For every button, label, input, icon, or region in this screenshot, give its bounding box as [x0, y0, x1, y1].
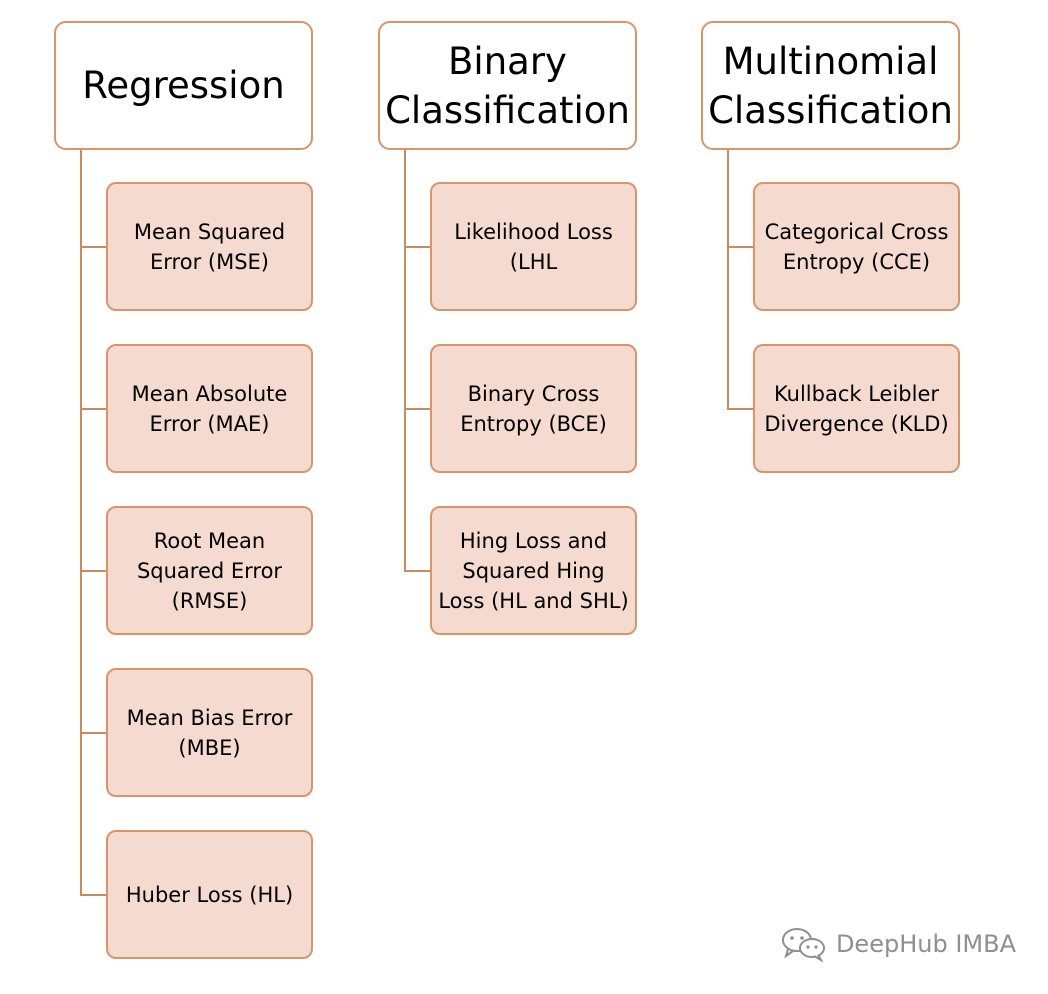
category-header: Regression: [54, 21, 313, 150]
tree-spine-line: [727, 150, 729, 410]
tree-branch-line: [80, 245, 106, 248]
loss-function-box: Binary Cross Entropy (BCE): [430, 344, 637, 473]
watermark-text: DeepHub IMBA: [835, 930, 1016, 958]
tree-spine-line: [80, 150, 82, 896]
tree-branch-line: [80, 731, 106, 734]
loss-function-box: Mean Squared Error (MSE): [106, 182, 313, 311]
loss-function-box: Root Mean Squared Error (RMSE): [106, 506, 313, 635]
category-header: Binary Classification: [378, 21, 637, 150]
loss-function-box: Huber Loss (HL): [106, 830, 313, 959]
loss-function-box: Mean Absolute Error (MAE): [106, 344, 313, 473]
watermark: DeepHub IMBA: [780, 926, 1016, 962]
tree-branch-line: [727, 245, 753, 248]
category-header: Multinomial Classification: [701, 21, 960, 150]
tree-branch-line: [404, 569, 430, 572]
tree-branch-line: [404, 245, 430, 248]
loss-function-box: Likelihood Loss (LHL: [430, 182, 637, 311]
loss-function-box: Mean Bias Error (MBE): [106, 668, 313, 797]
wechat-icon: [780, 926, 828, 962]
tree-spine-line: [404, 150, 406, 572]
loss-function-box: Kullback Leibler Divergence (KLD): [753, 344, 960, 473]
loss-function-box: Hing Loss and Squared Hing Loss (HL and …: [430, 506, 637, 635]
tree-branch-line: [404, 407, 430, 410]
loss-function-box: Categorical Cross Entropy (CCE): [753, 182, 960, 311]
tree-branch-line: [80, 569, 106, 572]
tree-branch-line: [80, 893, 106, 896]
tree-branch-line: [80, 407, 106, 410]
tree-branch-line: [727, 407, 753, 410]
